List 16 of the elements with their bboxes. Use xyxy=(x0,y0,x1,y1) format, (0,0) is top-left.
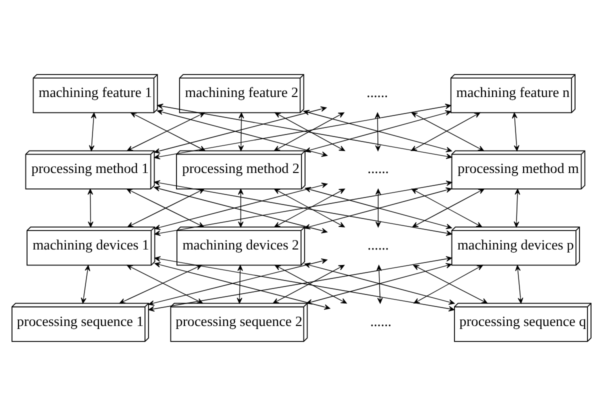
node-text: ...... xyxy=(370,313,392,330)
arrow xyxy=(274,188,345,227)
arrow xyxy=(515,264,524,304)
arrow xyxy=(238,112,244,151)
node-text: ...... xyxy=(368,160,389,177)
arrow xyxy=(374,112,381,151)
arrow xyxy=(238,188,244,227)
arrow xyxy=(88,188,94,227)
arrow xyxy=(512,112,520,151)
arrow xyxy=(514,188,520,227)
arrow xyxy=(80,264,90,304)
node-text: ...... xyxy=(368,237,389,253)
arrow xyxy=(375,188,381,227)
arrow xyxy=(88,112,96,151)
node-text: ...... xyxy=(366,84,388,100)
arrow xyxy=(236,264,243,304)
